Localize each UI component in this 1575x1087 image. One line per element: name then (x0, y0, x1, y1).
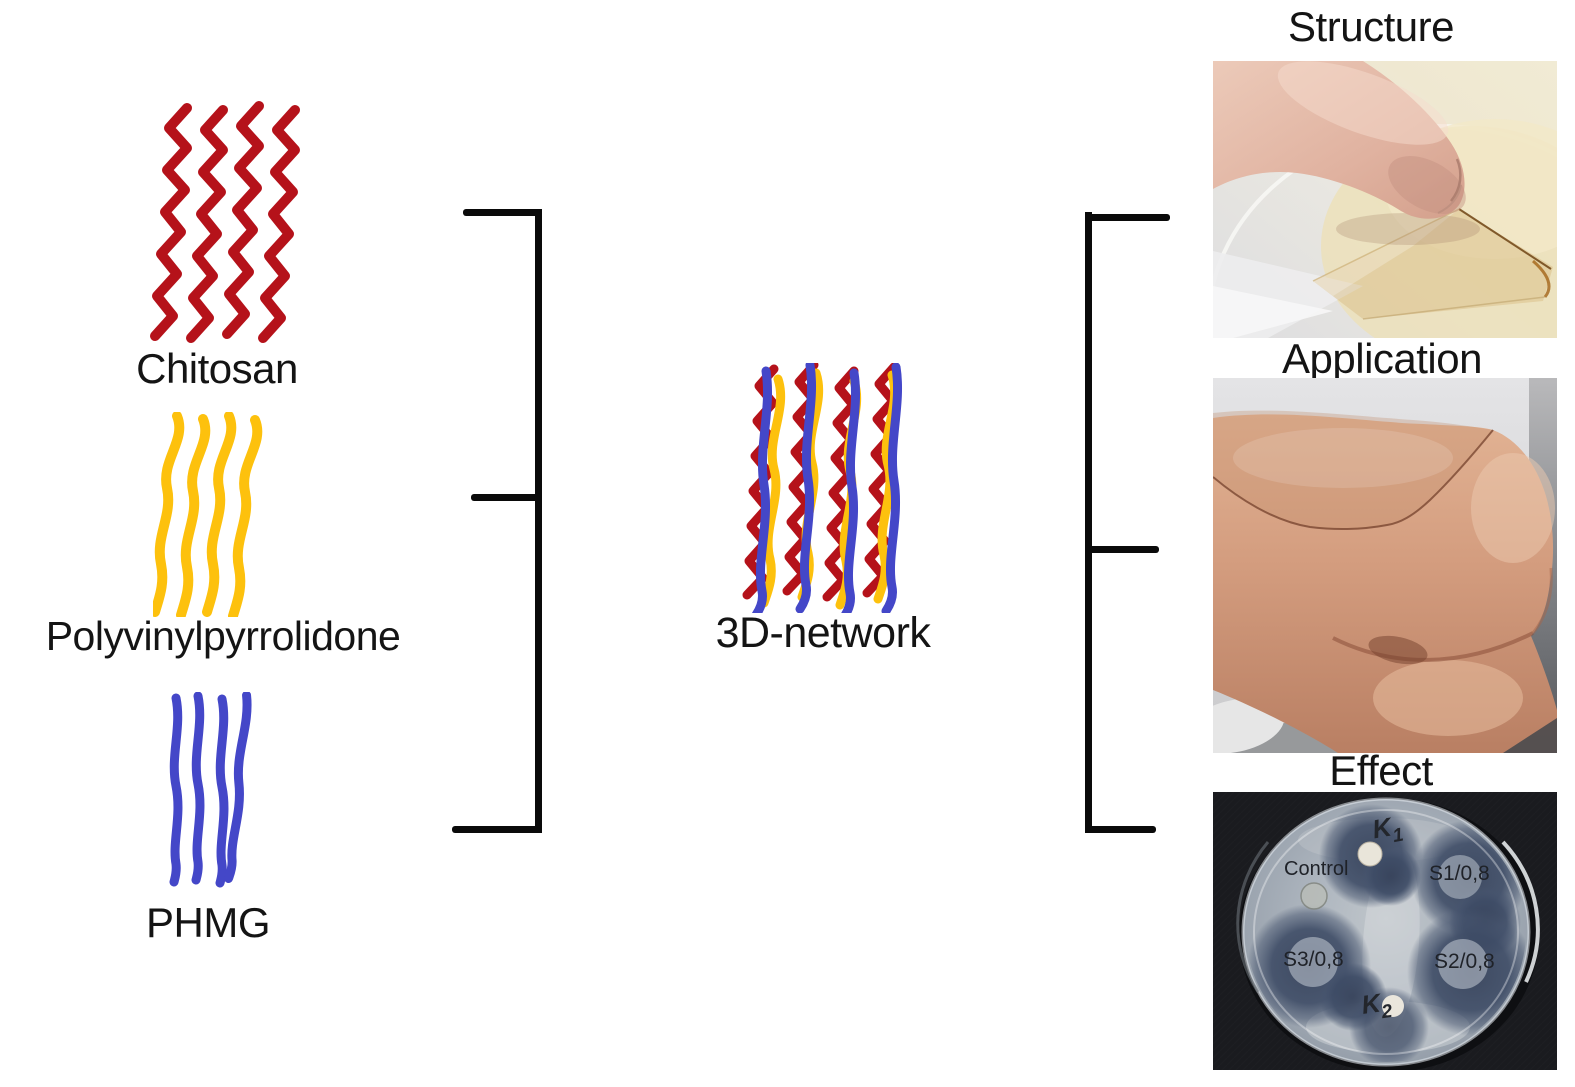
bracket-line (1085, 214, 1170, 221)
application-title: Application (1282, 335, 1482, 382)
bracket-line (1085, 826, 1156, 833)
thumb-crease (1332, 631, 1534, 662)
dish-inner-rim (1253, 809, 1519, 1055)
network-blue-strands (751, 363, 903, 613)
blue-strand (169, 693, 183, 887)
bottom-right-shadow (1503, 718, 1557, 753)
bracket-line (1085, 212, 1092, 833)
thumb-highlight (1373, 660, 1523, 736)
yellow-strand (153, 412, 185, 617)
dish-reflection (1213, 286, 1333, 338)
phmg-label: PHMG (146, 899, 271, 946)
film-edge-faint (1362, 296, 1546, 320)
film-edge-curve (1213, 429, 1494, 531)
structure-photo (1213, 61, 1557, 338)
well-control (1300, 882, 1328, 910)
petri-label-k2: K2 (1359, 987, 1394, 1024)
red-strand (258, 105, 300, 343)
effect-photo: K1 Control S1/0,8 S3/0,8 S2/0,8 K2 (1213, 792, 1557, 1070)
blue-strand (191, 692, 205, 885)
network-label: 3D-network (715, 609, 931, 657)
pvp-label: Polyvinylpyrrolidone (45, 613, 401, 659)
film-corner-edge (1532, 259, 1551, 298)
petri-label-s3: S3/0,8 (1283, 948, 1344, 971)
fingertip-crease (1437, 184, 1462, 214)
blue-strand (881, 363, 903, 613)
chitosan-label: Chitosan (136, 345, 298, 392)
well-k1 (1357, 841, 1383, 867)
nail-crease (1450, 158, 1462, 202)
halo-s3 (1288, 937, 1338, 987)
pvp-yellow-strands (153, 412, 263, 617)
application-photo (1213, 378, 1557, 753)
yellow-strand (759, 374, 786, 608)
blue-strand (224, 692, 252, 883)
yellow-strand (176, 414, 211, 617)
finger-highlight (1277, 61, 1449, 145)
phmg-blue-strands (169, 692, 252, 888)
effect-title: Effect (1329, 747, 1433, 794)
film-fold-highlight (1313, 209, 1459, 296)
chitosan-strands-graphic (150, 101, 300, 343)
bracket-line (471, 494, 542, 501)
bracket-line (452, 826, 542, 833)
fingertip-shading (1388, 156, 1466, 214)
structure-title: Structure (1288, 3, 1454, 50)
effect-photo-graphic (1213, 792, 1557, 1070)
yellow-strand (228, 415, 263, 617)
blue-strand (795, 363, 817, 613)
film-sheen (1233, 428, 1453, 488)
film-sheet (1313, 209, 1553, 319)
film-edge-faint (1312, 208, 1460, 282)
white-object (1213, 698, 1285, 753)
dish-rim (1241, 797, 1531, 1067)
finger-separation (1531, 567, 1553, 634)
bracket-line (1085, 546, 1159, 553)
film-edge (1458, 208, 1552, 270)
phmg-strands-graphic (169, 692, 252, 888)
halo-s2 (1438, 939, 1488, 989)
knuckle-highlight (1471, 453, 1555, 563)
petri-label-control: Control (1284, 858, 1349, 880)
structure-photo-graphic (1213, 61, 1557, 338)
network-strands-graphic (742, 363, 903, 613)
application-photo-graphic (1213, 378, 1557, 753)
blue-strand (751, 366, 773, 613)
rim-shadow-left (1236, 841, 1270, 993)
yellow-strand (202, 412, 237, 617)
bracket-line (463, 209, 542, 216)
petri-label-s2: S2/0,8 (1434, 950, 1495, 973)
well-k2 (1382, 995, 1404, 1017)
red-strand (222, 101, 264, 339)
red-strand (186, 105, 228, 343)
blue-strand (841, 368, 861, 613)
red-strand (150, 103, 192, 341)
chitosan-red-strands (150, 101, 300, 343)
pvp-strands-graphic (153, 412, 263, 617)
bracket-line (535, 209, 542, 833)
red-strand (822, 366, 859, 602)
finger-shadow (1336, 213, 1480, 245)
blue-strand (215, 694, 229, 888)
petri-label-k1: K1 (1370, 811, 1406, 848)
rim-highlight (1501, 840, 1540, 983)
fold-shadow (1368, 635, 1428, 665)
halo-s1 (1438, 855, 1482, 899)
zone-k2 (1349, 987, 1429, 1062)
film-on-hand (1213, 410, 1493, 530)
petri-label-s1: S1/0,8 (1429, 862, 1490, 885)
